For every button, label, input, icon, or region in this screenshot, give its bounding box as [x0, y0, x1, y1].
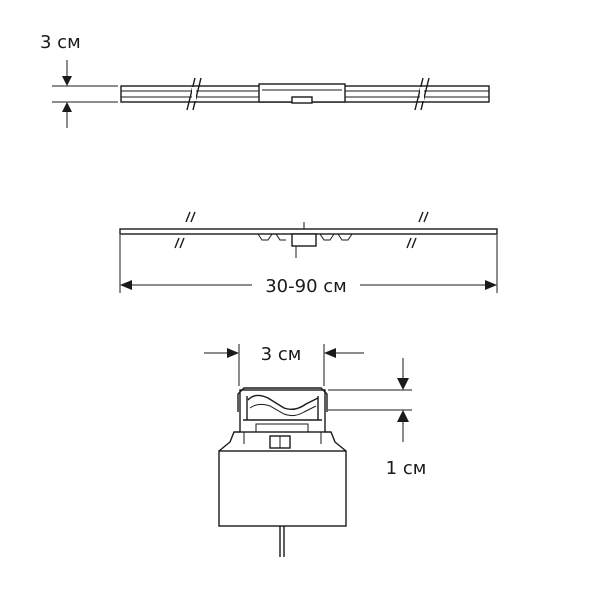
break-mark: [414, 77, 430, 111]
grate-inner-curve: [249, 403, 317, 417]
outlet-housing-middle: [291, 233, 317, 247]
break-mark: [186, 77, 202, 111]
channel-rim: [237, 387, 328, 412]
cross-section: [218, 387, 347, 557]
notch-left: [257, 233, 286, 241]
channel-housing: [239, 389, 326, 433]
grate-top-curve: [247, 394, 319, 411]
arrow-left-icon: [324, 348, 336, 358]
arrow-up-icon: [397, 410, 409, 422]
length-dimension: [119, 235, 498, 293]
height-top-label: 3 см: [40, 32, 81, 53]
drain-body-box: [218, 450, 347, 527]
break-mark: [174, 211, 196, 249]
drain-strip-middle: [119, 228, 498, 235]
arrow-right-icon: [485, 280, 497, 290]
height-dimension-top: [52, 60, 118, 128]
width-label: 3 см: [261, 344, 302, 365]
middle-view-profile: [119, 211, 498, 258]
sealing-strip: [255, 423, 309, 433]
break-mark: [406, 211, 429, 249]
arrow-up-icon: [62, 102, 72, 112]
notch-right: [319, 233, 353, 241]
top-view-profile: [120, 77, 490, 111]
width-dimension: [204, 344, 364, 386]
arrow-down-icon: [62, 76, 72, 86]
flange-left: [218, 431, 240, 452]
length-label: 30-90 см: [265, 276, 347, 297]
depth-dimension: [328, 358, 412, 442]
arrow-right-icon: [227, 348, 239, 358]
outlet-grate-top: [291, 96, 313, 104]
arrow-down-icon: [397, 378, 409, 390]
flange-right: [325, 431, 347, 452]
depth-label: 1 см: [386, 458, 427, 479]
arrow-left-icon: [120, 280, 132, 290]
